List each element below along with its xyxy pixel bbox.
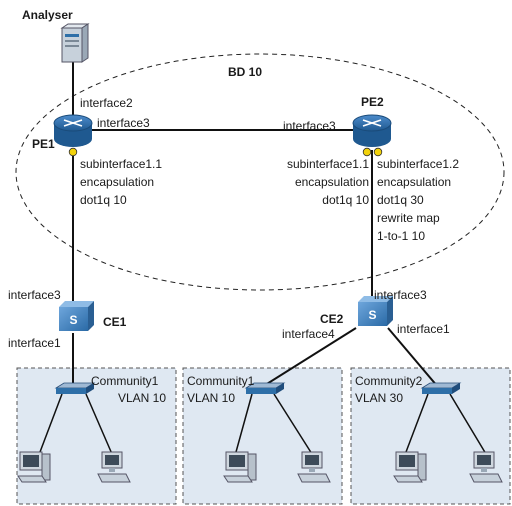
ce1-interface3-label: interface3	[8, 288, 61, 302]
community-name: Community2	[355, 374, 423, 388]
pc-tower-icon	[17, 451, 51, 483]
pe2-sub2-line2: encapsulation	[377, 175, 451, 189]
access-switch-icon	[54, 382, 96, 394]
pc-tower-icon	[393, 451, 427, 483]
links	[72, 60, 439, 388]
pe2-router-icon	[352, 114, 392, 157]
bridge-domain-boundary	[15, 53, 505, 291]
pc-workstation-icon	[97, 451, 131, 483]
community-area-1	[16, 367, 177, 505]
access-switch-icon	[420, 382, 462, 394]
access-switch-icon	[244, 382, 286, 394]
analyser-server-icon	[60, 23, 90, 63]
pe2-sub2-line5: 1-to-1 10	[377, 229, 425, 243]
community-vlan: VLAN 10	[118, 391, 166, 405]
pe2-sub1-line3: dot1q 10	[322, 193, 369, 207]
community-vlan: VLAN 10	[187, 391, 235, 405]
ce2-label: CE2	[320, 312, 344, 326]
pe1-interface3-label: interface3	[97, 116, 150, 130]
ce2-switch-icon: S	[358, 296, 393, 326]
analyser-label: Analyser	[22, 8, 73, 22]
pe1-subinterface-line1: subinterface1.1	[80, 157, 162, 171]
bd-title: BD 10	[228, 65, 262, 79]
pe2-interface3-label: interface3	[283, 119, 336, 133]
pe2-sub2-line4: rewrite map	[377, 211, 440, 225]
link-ce2-switch3	[387, 327, 439, 388]
pe2-port-indicator-1	[362, 147, 372, 157]
link-ce2-switch2	[261, 327, 357, 388]
ce1-label: CE1	[103, 315, 127, 329]
pe1-subinterface-line3: dot1q 10	[80, 193, 127, 207]
pe2-label: PE2	[361, 95, 384, 109]
ce1-interface1-label: interface1	[8, 336, 61, 350]
host-links	[39, 393, 487, 455]
community-vlan: VLAN 30	[355, 391, 403, 405]
pc-tower-icon	[223, 451, 257, 483]
pc-workstation-icon	[469, 451, 503, 483]
ce2-interface3-label: interface3	[374, 288, 427, 302]
community-name: Community1	[91, 374, 159, 388]
community-name: Community1	[187, 374, 255, 388]
pe1-subinterface-line2: encapsulation	[80, 175, 154, 189]
pe2-sub2-line3: dot1q 30	[377, 193, 424, 207]
svg-text:S: S	[69, 313, 77, 327]
pe1-router-icon	[53, 114, 93, 157]
pe2-sub1-line2: encapsulation	[295, 175, 369, 189]
pe2-port-indicator-2	[373, 147, 383, 157]
pe1-port-indicator	[68, 147, 78, 157]
ce2-interface1-label: interface1	[397, 322, 450, 336]
pe1-label: PE1	[32, 137, 55, 151]
ce2-interface4-label: interface4	[282, 327, 335, 341]
ce1-switch-icon: S	[59, 301, 94, 331]
pc-workstation-icon	[297, 451, 331, 483]
svg-text:S: S	[368, 308, 376, 322]
pe1-interface2-label: interface2	[80, 96, 133, 110]
pe2-sub1-line1: subinterface1.1	[287, 157, 369, 171]
pe2-sub2-line1: subinterface1.2	[377, 157, 459, 171]
